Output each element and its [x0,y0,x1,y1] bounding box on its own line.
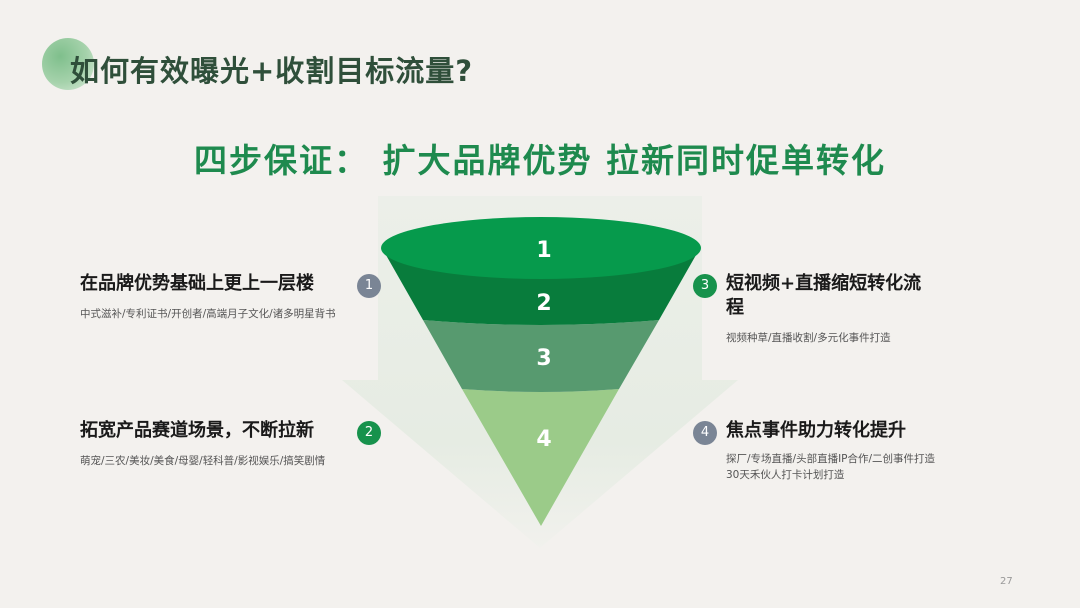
page-subtitle: 四步保证： 扩大品牌优势 拉新同时促单转化 [194,141,886,180]
page-number: 27 [1000,576,1013,587]
step-3-title-line1: 短视频+直播缩短转化流 [726,273,922,294]
step-3-badge: 3 [693,274,717,298]
step-item-1: 在品牌优势基础上更上一层楼 中式滋补/专利证书/开创者/高端月子文化/诸多明星背… [80,272,336,322]
funnel-level-1 [381,217,701,279]
step-2-badge: 2 [357,421,381,445]
step-3-description: 视频种草/直播收割/多元化事件打造 [726,332,891,344]
funnel-level-2 [382,248,700,325]
svg-text:3: 3 [536,346,551,371]
svg-text:2: 2 [536,291,551,316]
step-2-title: 拓宽产品赛道场景，不断拉新 [80,420,314,441]
svg-text:4: 4 [536,427,551,452]
step-1-title: 在品牌优势基础上更上一层楼 [80,273,314,294]
step-4-title: 焦点事件助力转化提升 [726,420,906,441]
step-4-description-line1: 探厂/专场直播/头部直播IP合作/二创事件打造 [726,453,936,465]
step-item-2: 拓宽产品赛道场景，不断拉新 萌宠/三农/美妆/美食/母婴/轻科普/影视娱乐/搞笑… [80,419,325,469]
step-4-badge: 4 [693,421,717,445]
step-1-badge: 1 [357,274,381,298]
title-decoration-circle [42,38,94,90]
funnel-level-4 [462,389,619,526]
step-2-description: 萌宠/三农/美妆/美食/母婴/轻科普/影视娱乐/搞笑剧情 [80,455,326,467]
svg-text:1: 1 [536,238,551,263]
step-item-3: 短视频+直播缩短转化流 程 视频种草/直播收割/多元化事件打造 [726,272,921,346]
step-1-description: 中式滋补/专利证书/开创者/高端月子文化/诸多明星背书 [80,308,336,320]
funnel-level-3 [423,320,659,392]
step-4-description-line2: 30天禾伙人打卡计划打造 [726,469,845,481]
step-3-title-line2: 程 [726,297,744,318]
page-title: 如何有效曝光+收割目标流量? [70,54,474,88]
step-item-4: 焦点事件助力转化提升 探厂/专场直播/头部直播IP合作/二创事件打造 30天禾伙… [726,419,935,483]
